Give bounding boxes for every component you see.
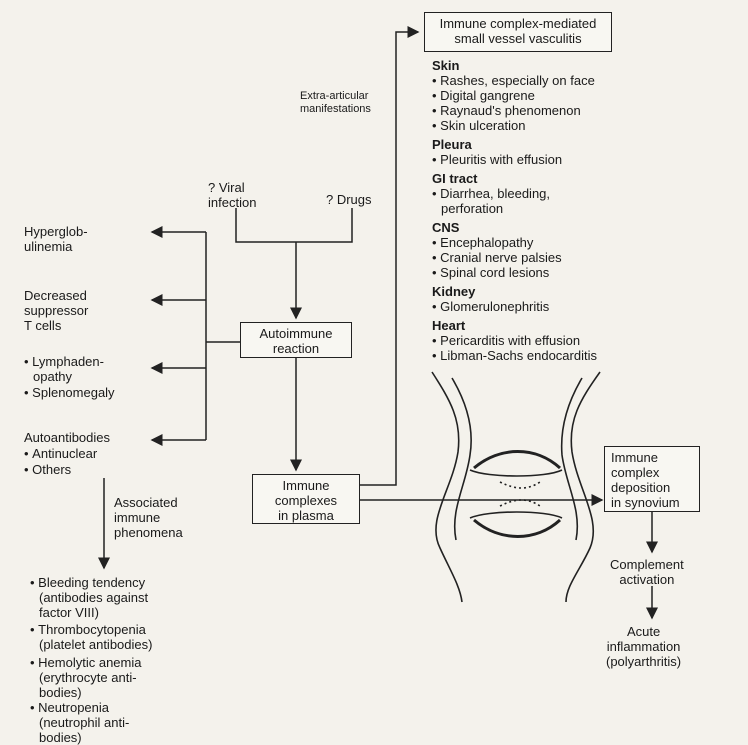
assoc-line2: immune	[114, 510, 183, 525]
bleeding-line1: Bleeding tendency	[30, 575, 148, 590]
hyper-line1: Hyperglob-	[24, 224, 88, 239]
immune-line3: in plasma	[253, 508, 359, 523]
neutro-item: Neutropenia (neutrophil anti- bodies)	[30, 700, 129, 745]
complement-label: Complement activation	[610, 557, 684, 587]
autoimmune-line2: reaction	[241, 341, 351, 356]
skin-item: Raynaud's phenomenon	[432, 103, 597, 118]
neutro-line2: (neutrophil anti-	[30, 715, 129, 730]
decreased-line3: T cells	[24, 318, 88, 333]
hyper-line2: ulinemia	[24, 239, 88, 254]
hemolytic-line2: (erythrocyte anti-	[30, 670, 142, 685]
kidney-heading: Kidney	[432, 284, 597, 299]
syn-line3: deposition	[611, 480, 699, 495]
bleeding-line3: factor VIII)	[30, 605, 148, 620]
bleeding-line2: (antibodies against	[30, 590, 148, 605]
complement-line2: activation	[610, 572, 684, 587]
kidney-item: Glomerulonephritis	[432, 299, 597, 314]
pleura-heading: Pleura	[432, 137, 597, 152]
cns-item: Encephalopathy	[432, 235, 597, 250]
viral-label: ? Viral infection	[208, 180, 256, 210]
viral-line2: infection	[208, 195, 256, 210]
extra-articular-label: Extra-articular manifestations	[300, 90, 371, 116]
vasculitis-box: Immune complex-mediated small vessel vas…	[424, 12, 612, 52]
heart-item: Pericarditis with effusion	[432, 333, 597, 348]
bleeding-item: Bleeding tendency (antibodies against fa…	[30, 575, 148, 620]
skin-heading: Skin	[432, 58, 597, 73]
skin-item: Skin ulceration	[432, 118, 597, 133]
assoc-line1: Associated	[114, 495, 183, 510]
joint-illustration	[432, 372, 600, 602]
drugs-label: ? Drugs	[326, 192, 372, 207]
cns-item: Cranial nerve palsies	[432, 250, 597, 265]
syn-line2: complex	[611, 465, 699, 480]
immune-line2: complexes	[253, 493, 359, 508]
hyperglobulinemia-label: Hyperglob- ulinemia	[24, 224, 88, 254]
lymph-line2: opathy	[24, 369, 104, 384]
gi-item: Diarrhea, bleeding,	[432, 186, 597, 201]
skin-item: Digital gangrene	[432, 88, 597, 103]
thrombo-line1: Thrombocytopenia	[30, 622, 152, 637]
neutro-line1: Neutropenia	[30, 700, 129, 715]
decreased-line2: suppressor	[24, 303, 88, 318]
gi-heading: GI tract	[432, 171, 597, 186]
others-label: Others	[24, 462, 71, 477]
hemolytic-line3: bodies)	[30, 685, 142, 700]
pleura-item: Pleuritis with effusion	[432, 152, 597, 167]
autoantibodies-label: Autoantibodies	[24, 430, 110, 445]
syn-line1: Immune	[611, 450, 699, 465]
acute-line3: (polyarthritis)	[606, 654, 681, 669]
associated-label: Associated immune phenomena	[114, 495, 183, 540]
immune-complexes-box: Immune complexes in plasma	[252, 474, 360, 524]
autoimmune-line1: Autoimmune	[241, 326, 351, 341]
acute-line2: inflammation	[606, 639, 681, 654]
immune-line1: Immune	[253, 478, 359, 493]
autoimmune-box: Autoimmune reaction	[240, 322, 352, 358]
lymphadenopathy-label: Lymphaden- opathy	[24, 354, 104, 384]
cns-item: Spinal cord lesions	[432, 265, 597, 280]
skin-item: Rashes, especially on face	[432, 73, 597, 88]
hemolytic-line1: Hemolytic anemia	[30, 655, 142, 670]
complement-line1: Complement	[610, 557, 684, 572]
extra-line2: manifestations	[300, 103, 371, 116]
vasculitis-line2: small vessel vasculitis	[425, 31, 611, 46]
acute-line1: Acute	[606, 624, 681, 639]
decreased-line1: Decreased	[24, 288, 88, 303]
neutro-line3: bodies)	[30, 730, 129, 745]
thrombo-line2: (platelet antibodies)	[30, 637, 152, 652]
acute-label: Acute inflammation (polyarthritis)	[606, 624, 681, 669]
manifestations-list: Skin Rashes, especially on face Digital …	[432, 58, 597, 363]
decreased-label: Decreased suppressor T cells	[24, 288, 88, 333]
hemolytic-item: Hemolytic anemia (erythrocyte anti- bodi…	[30, 655, 142, 700]
cns-heading: CNS	[432, 220, 597, 235]
splenomegaly-label: Splenomegaly	[24, 385, 115, 400]
synovium-box: Immune complex deposition in synovium	[604, 446, 700, 512]
gi-item-cont: perforation	[432, 201, 597, 216]
assoc-line3: phenomena	[114, 525, 183, 540]
heart-item: Libman-Sachs endocarditis	[432, 348, 597, 363]
extra-line1: Extra-articular	[300, 90, 371, 103]
lymph-line1: Lymphaden-	[24, 354, 104, 369]
vasculitis-line1: Immune complex-mediated	[425, 16, 611, 31]
antinuclear-label: Antinuclear	[24, 446, 97, 461]
thrombo-item: Thrombocytopenia (platelet antibodies)	[30, 622, 152, 652]
heart-heading: Heart	[432, 318, 597, 333]
syn-line4: in synovium	[611, 495, 699, 510]
viral-line1: ? Viral	[208, 180, 256, 195]
